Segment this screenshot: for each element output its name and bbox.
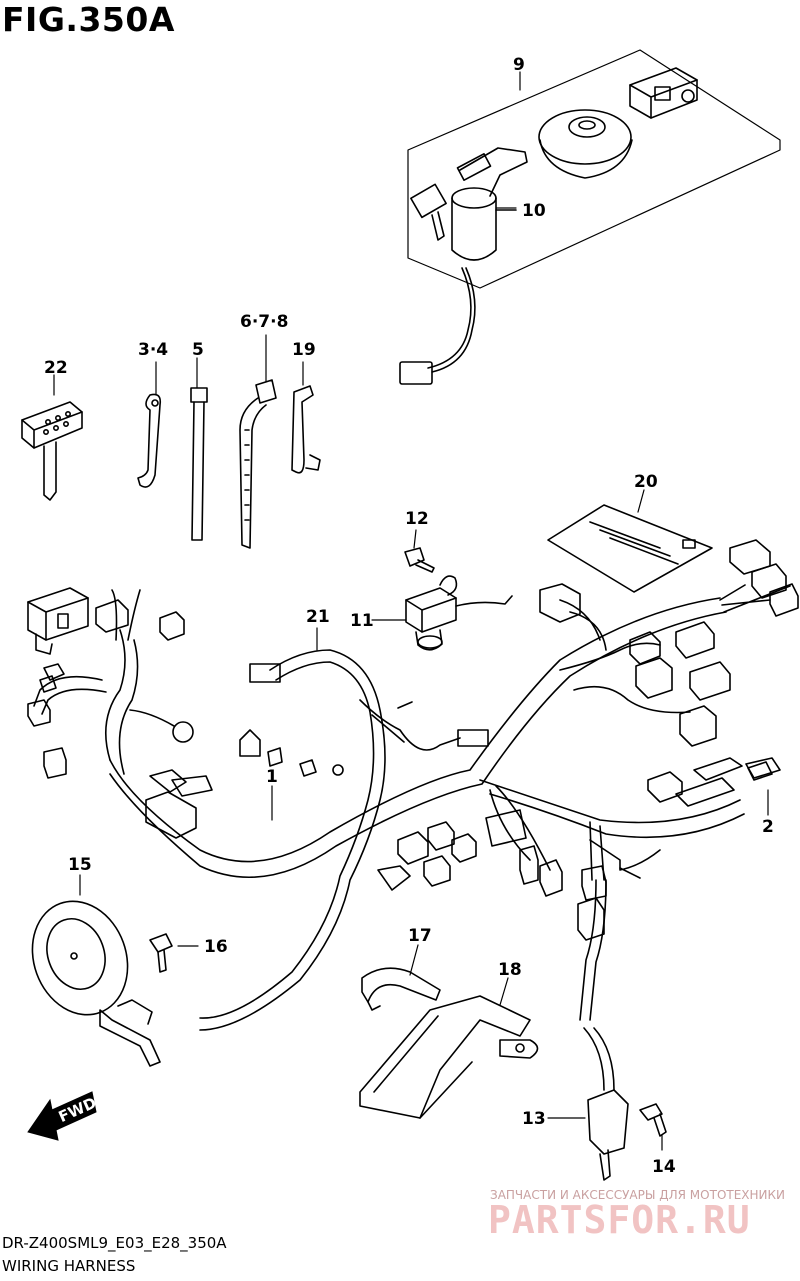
callout-15: 15 [68,855,92,875]
bolt-12 [404,529,435,573]
callout-2: 2 [762,817,774,837]
callout-3-4: 3·4 [138,340,168,360]
callout-21: 21 [306,607,330,627]
bolt-16 [149,933,199,973]
key-blank-22 [21,374,83,501]
fwd-arrow-icon: FWD [27,1091,99,1141]
clamp-19 [291,361,321,474]
callout-20: 20 [634,472,658,492]
bolt-14 [639,1103,667,1151]
callout-18: 18 [498,960,522,980]
clamp-band-6-7-8 [239,334,277,549]
horn-15 [31,874,161,1067]
watermark-logo: PARTSFOR.RU [488,1198,751,1242]
bracket-18 [359,977,539,1119]
sub-harness-21 [199,627,489,1031]
callout-5: 5 [192,340,204,360]
switch-13 [547,879,629,1181]
main-wiring-harness [33,584,791,881]
connectors-right [539,539,799,879]
callout-16: 16 [204,937,228,957]
drawing-caption: WIRING HARNESS [2,1257,136,1275]
fuse-2 [747,761,773,816]
callout-13: 13 [522,1109,546,1129]
callout-11: 11 [350,611,374,631]
callout-17: 17 [408,926,432,946]
band-5 [190,357,208,541]
callout-14: 14 [652,1157,676,1177]
switch-11 [371,575,513,651]
connectors-center [267,747,607,901]
figure-title: FIG.350A [2,0,175,39]
clamp-3-4 [137,361,162,488]
ignition-lock-set [399,49,781,385]
drawing-code: DR-Z400SML9_E03_E28_350A [2,1234,227,1252]
callout-22: 22 [44,358,68,378]
callout-19: 19 [292,340,316,360]
watermark-tagline: ЗАПЧАСТИ И АКСЕССУАРЫ ДЛЯ МОТОТЕХНИКИ [490,1188,786,1202]
callout-6-7-8: 6·7·8 [240,312,288,332]
cover-17 [361,944,441,1011]
connectors-upper-left [27,587,213,839]
callout-10: 10 [522,201,546,221]
callout-12: 12 [405,509,429,529]
callout-9: 9 [513,55,525,75]
sheet-20 [547,489,713,593]
callout-1: 1 [266,767,278,787]
